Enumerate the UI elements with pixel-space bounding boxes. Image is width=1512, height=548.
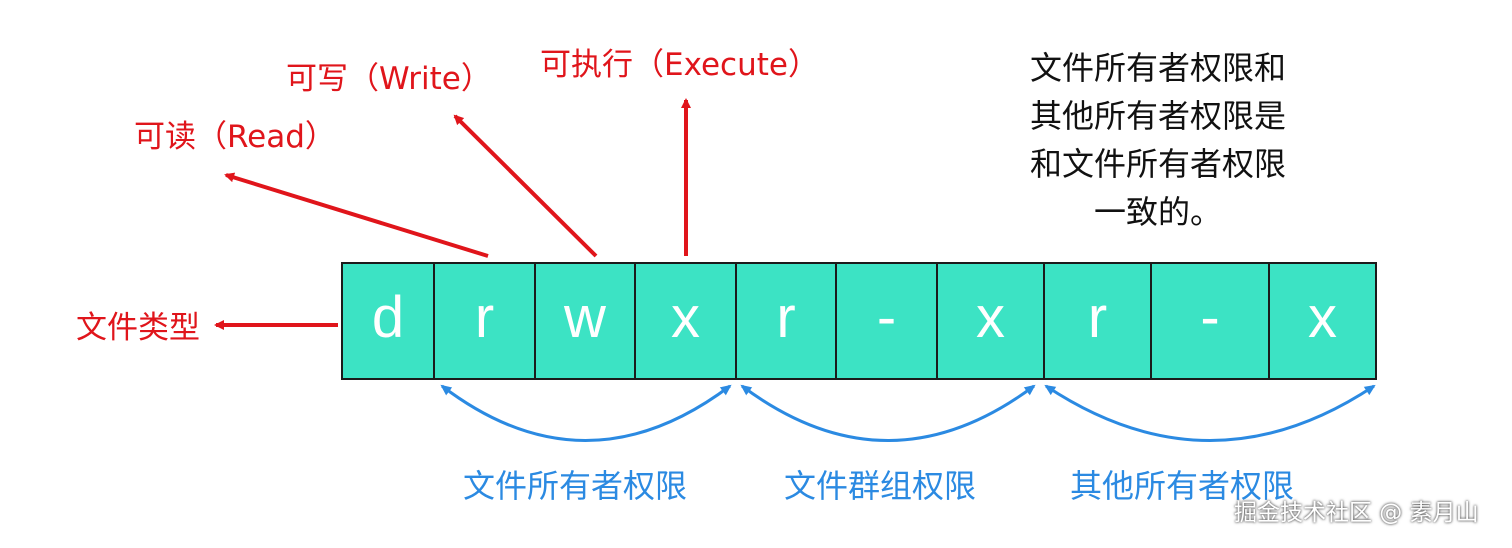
arrow-read — [224, 172, 489, 258]
cell-others-write: - — [1150, 262, 1270, 380]
bracket-group — [740, 384, 1036, 442]
label-read: 可读（Read） — [134, 119, 336, 155]
group-label-group: 文件群组权限 — [784, 467, 977, 505]
arrow-write — [453, 114, 598, 258]
note-line: 文件所有者权限和 — [1029, 49, 1286, 87]
note-line: 和文件所有者权限 — [1029, 145, 1286, 183]
note-line: 一致的。 — [1093, 193, 1222, 231]
cell-others-execute: x — [1268, 262, 1377, 380]
cell-group-write: - — [835, 262, 938, 380]
cell-group-read: r — [735, 262, 837, 380]
cell-owner-read: r — [433, 262, 536, 380]
label-file-type: 文件类型 — [76, 310, 200, 346]
cell-group-execute: x — [936, 262, 1045, 380]
group-label-others: 其他所有者权限 — [1070, 467, 1295, 505]
group-label-owner: 文件所有者权限 — [463, 467, 688, 505]
note-line: 其他所有者权限是 — [1029, 97, 1286, 135]
label-write: 可写（Write） — [286, 61, 492, 97]
cell-others-read: r — [1043, 262, 1152, 380]
cell-file-type: d — [341, 262, 435, 380]
bracket-owner — [440, 384, 732, 442]
label-execute: 可执行（Execute） — [540, 47, 819, 83]
cell-owner-execute: x — [634, 262, 737, 380]
watermark: 掘金技术社区 @ 素月山 — [1234, 500, 1479, 526]
bracket-others — [1044, 384, 1376, 442]
cell-owner-write: w — [534, 262, 636, 380]
note-text: 文件所有者权限和 其他所有者权限是 和文件所有者权限 一致的。 — [1008, 44, 1308, 236]
